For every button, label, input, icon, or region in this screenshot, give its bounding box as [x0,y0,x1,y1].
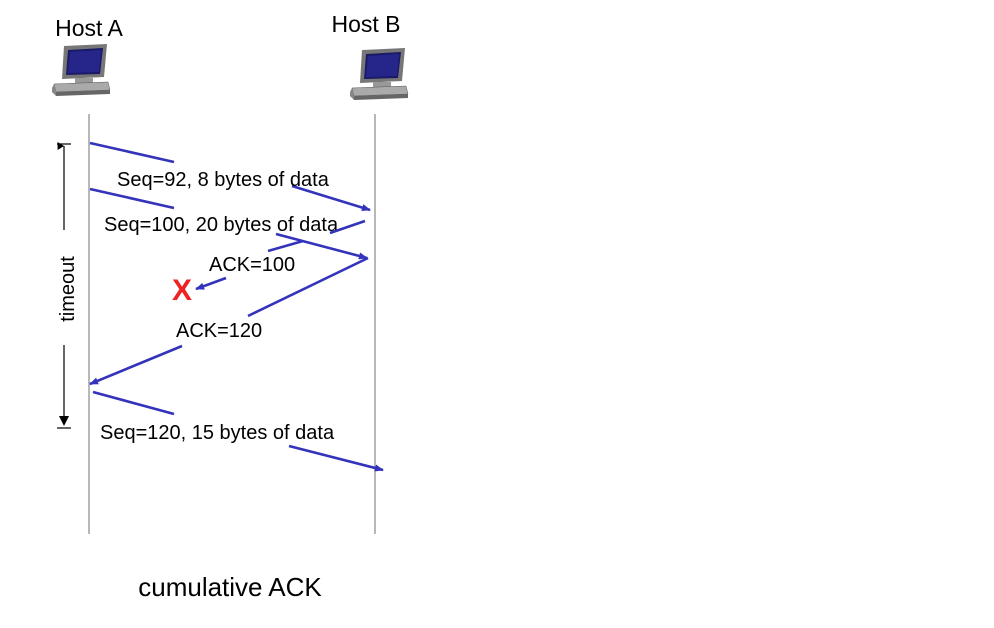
lost-x-mark: X [172,274,192,307]
computer-icon [52,44,111,96]
seq100-label: Seq=100, 20 bytes of data [104,214,339,236]
segment-seq100: Seq=100, 20 bytes of data [89,187,368,260]
timeout-label: timeout [57,256,79,322]
segment-seq92: Seq=92, 8 bytes of data [89,141,371,212]
ack120: ACK=120 [89,256,369,386]
seq120-label: Seq=120, 15 bytes of data [100,422,335,444]
timeout-indicator: timeout [57,142,79,429]
computer-icon [350,48,409,100]
ack120-label: ACK=120 [176,320,262,342]
seq92-label: Seq=92, 8 bytes of data [117,169,330,191]
host-b-label: Host B [331,11,400,37]
ack100-lost: ACK=100 X [172,219,366,307]
segment-seq120: Seq=120, 15 bytes of data [92,390,384,472]
host-a-label: Host A [55,15,123,41]
ack100-label: ACK=100 [209,254,295,276]
caption: cumulative ACK [138,572,322,602]
